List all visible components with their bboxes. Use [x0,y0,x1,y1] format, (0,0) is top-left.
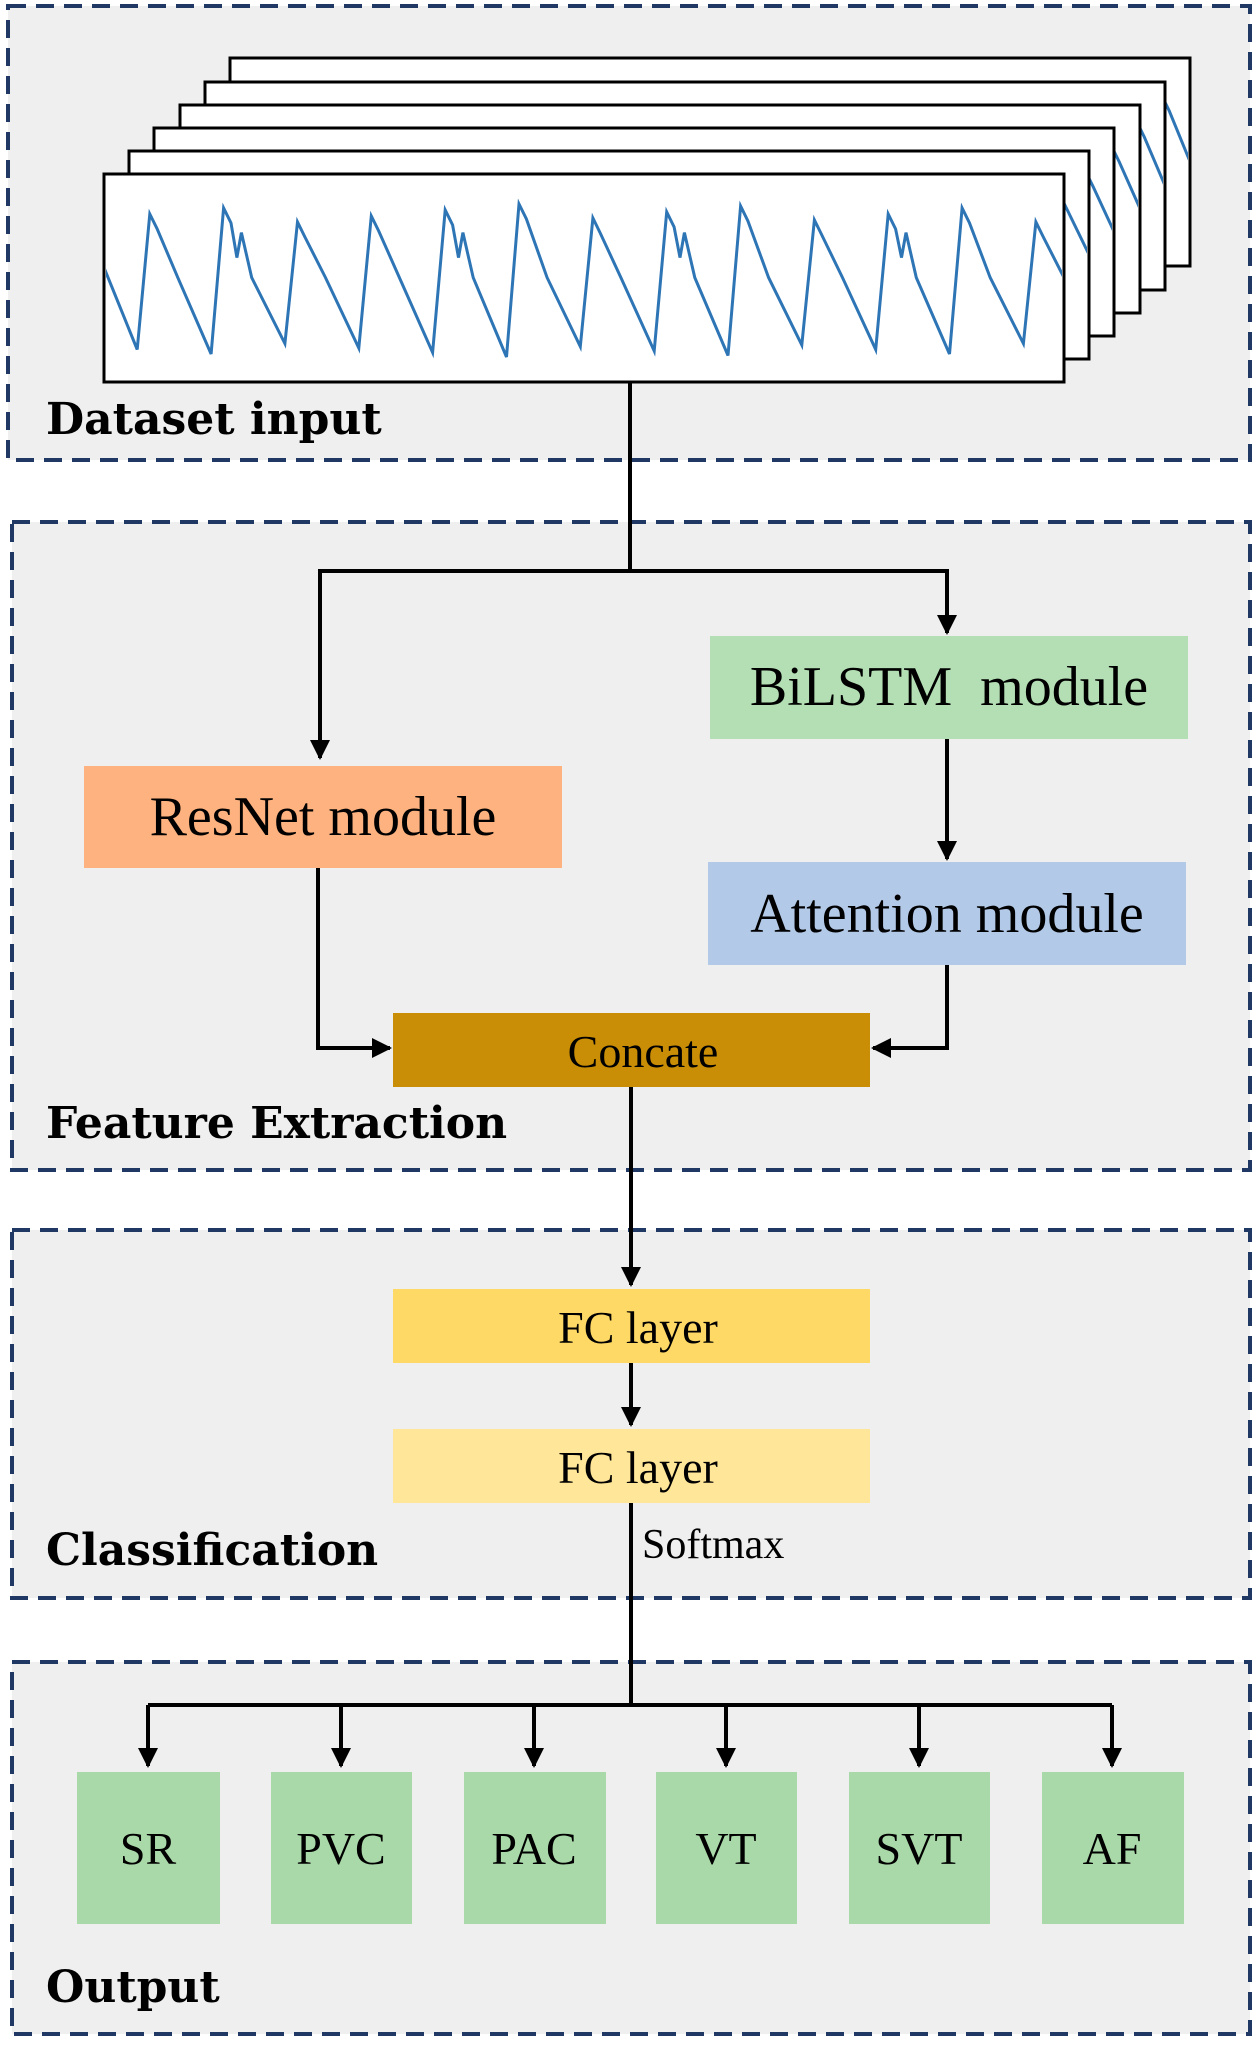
ecg-frame [102,172,1066,384]
section-label-classification: Classification [46,1525,378,1576]
output-pac: PAC [464,1772,606,1924]
output-pvc-label: PVC [296,1823,385,1874]
output-vt-label: VT [695,1823,756,1874]
output-vt: VT [656,1772,797,1924]
fc-layer-1: FC layer [393,1289,870,1363]
ecg-waveform [106,198,1062,359]
section-label-feature: Feature Extraction [46,1098,507,1149]
output-pac-label: PAC [491,1823,576,1874]
output-af-label: AF [1083,1823,1142,1874]
connector-resnet-to-concate [316,866,392,1058]
output-svt-label: SVT [876,1823,963,1874]
resnet-module: ResNet module [84,766,562,868]
output-sr-label: SR [120,1823,177,1874]
output-sr: SR [77,1772,220,1924]
ecg-signal-stack [102,56,1192,384]
fc-layer-2-label: FC layer [558,1442,718,1493]
connector-to-resnet [310,569,630,760]
section-label-output: Output [46,1962,220,2013]
resnet-module-label: ResNet module [150,786,497,848]
connector-to-bilstm [630,569,957,635]
bilstm-module: BiLSTM module [710,636,1188,739]
fc-layer-1-label: FC layer [558,1302,718,1353]
output-af: AF [1042,1772,1184,1924]
concate-block: Concate [393,1013,870,1087]
attention-module: Attention module [708,862,1186,965]
output-pvc: PVC [271,1772,412,1924]
section-label-input: Dataset input [46,394,382,445]
attention-module-label: Attention module [750,883,1144,945]
output-svt: SVT [849,1772,990,1924]
concate-label: Concate [568,1026,719,1077]
connector-attention-to-concate [871,964,949,1058]
connectors [138,382,1122,1768]
softmax-label: Softmax [642,1522,784,1568]
bilstm-module-label: BiLSTM module [750,656,1148,718]
fc-layer-2: FC layer [393,1429,870,1503]
